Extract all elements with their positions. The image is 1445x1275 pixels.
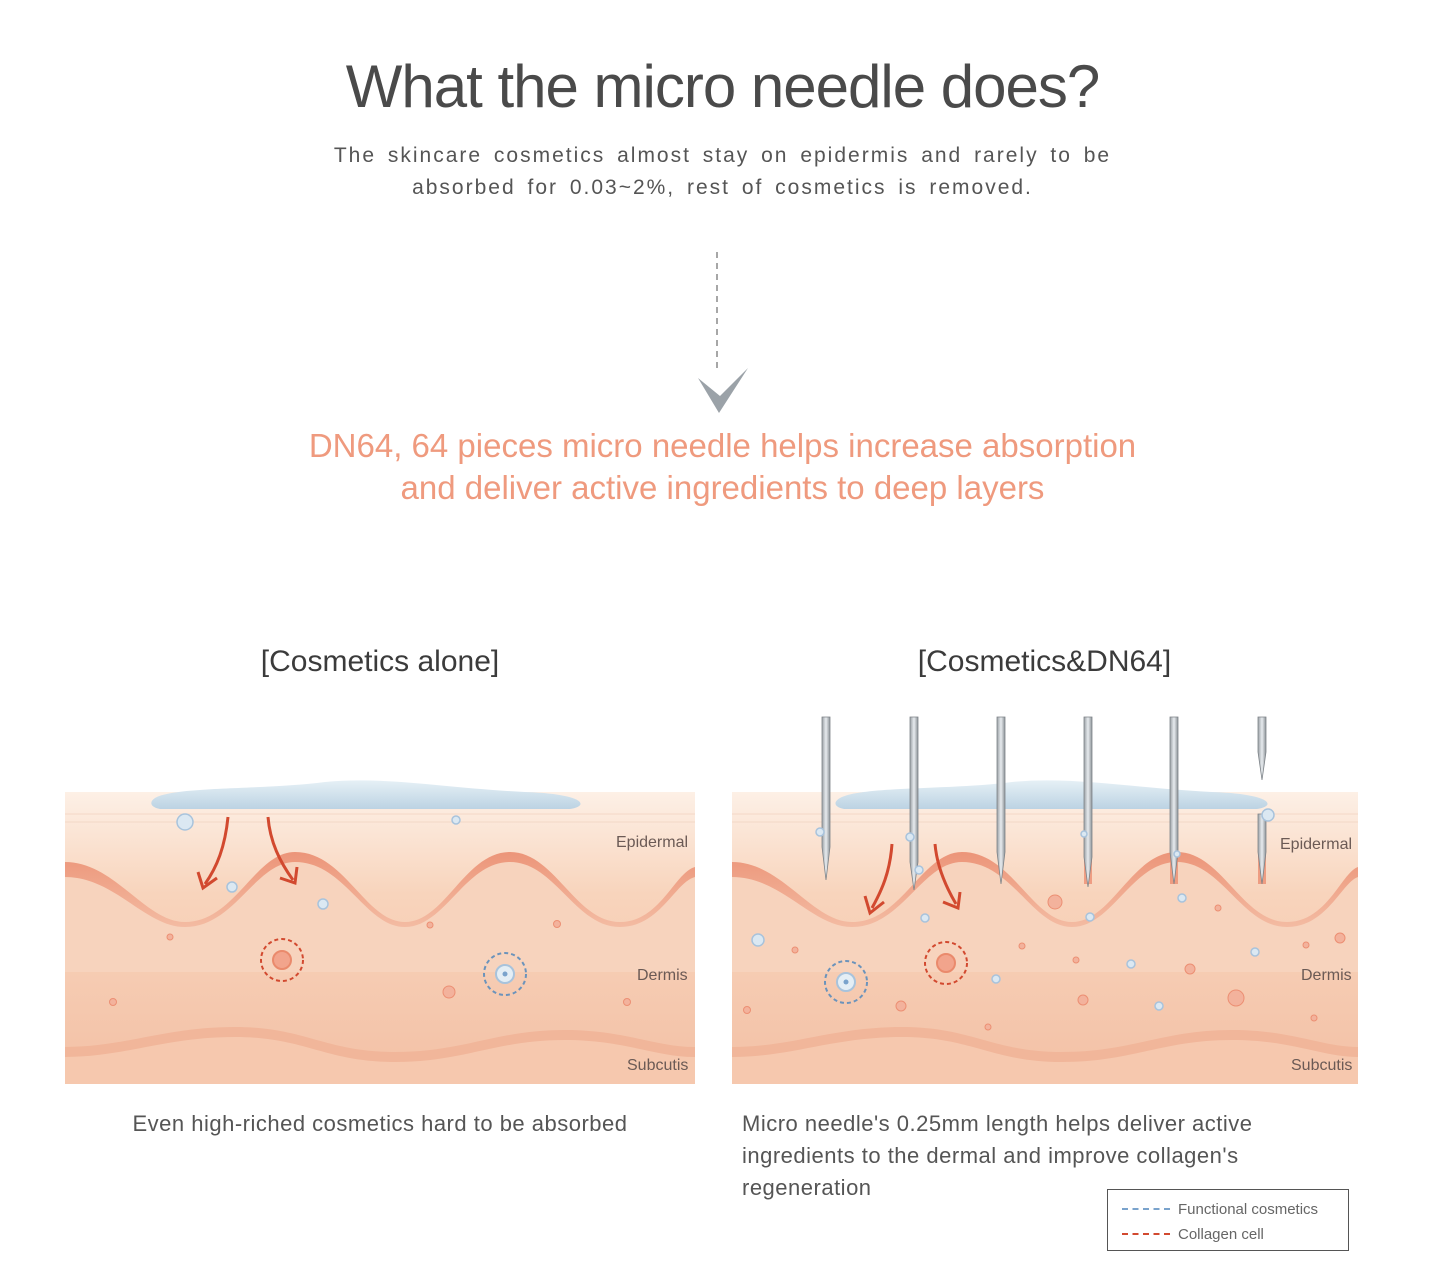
skin-diagram-cosmetics-alone: Epidermal Dermis Subcutis [65,712,695,1084]
page-title: What the micro needle does? [345,53,1100,120]
functional-cosmetics-marker [483,952,527,996]
collagen-cell-marker [924,941,968,985]
functional-cosmetics-marker [824,960,868,1004]
down-arrow-icon [698,252,748,413]
headline: DN64, 64 pieces micro needle helps incre… [200,425,1245,509]
legend-item-functional: Functional cosmetics [1122,1198,1318,1220]
label-dermis: Dermis [637,967,688,984]
dashed-line-icon [1122,1233,1170,1235]
legend-label-functional: Functional cosmetics [1178,1200,1319,1218]
caption-cosmetics-dn64: Micro needle's 0.25mm length helps deliv… [742,1111,1253,1200]
cosmetic-layer [151,780,581,809]
headline-line-2: and deliver active ingredients to deep l… [400,469,1045,506]
subtitle: The skincare cosmetics almost stay on ep… [333,144,1112,199]
label-epidermal: Epidermal [616,834,689,851]
collagen-cell-marker [260,938,304,982]
legend-item-collagen: Collagen cell [1122,1223,1264,1245]
cosmetic-layer [835,780,1268,809]
label-subcutis: Subcutis [1291,1057,1353,1074]
legend-label-collagen: Collagen cell [1178,1225,1264,1243]
label-subcutis: Subcutis [627,1057,689,1074]
skin-diagram-cosmetics-dn64: Epidermal Dermis Subcutis [732,712,1358,1084]
legend: Functional cosmetics Collagen cell [1107,1189,1349,1251]
label-epidermal: Epidermal [1280,836,1353,853]
dashed-line-icon [1122,1208,1170,1210]
skin-cross-section [65,780,695,1084]
caption-cosmetics-alone: Even high-riched cosmetics hard to be ab… [132,1111,628,1136]
skin-cross-section-with-needles [732,716,1358,1084]
panel-title-cosmetics-dn64: [Cosmetics&DN64] [917,645,1172,678]
panel-title-cosmetics-alone: [Cosmetics alone] [260,645,500,678]
headline-line-1: DN64, 64 pieces micro needle helps incre… [308,427,1137,464]
label-dermis: Dermis [1301,967,1352,984]
micro-needles [821,716,1267,891]
